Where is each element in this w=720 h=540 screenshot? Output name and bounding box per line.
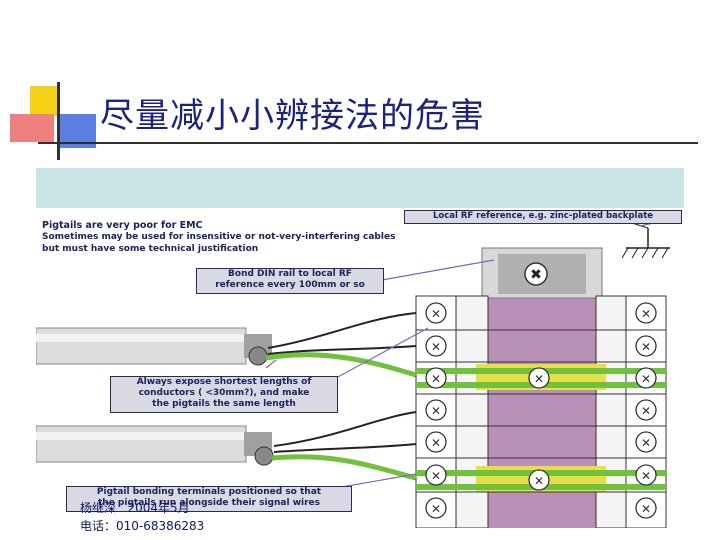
diagram-graphics: ✖ <box>36 217 677 528</box>
rail-bond-screw <box>524 262 548 286</box>
svg-text:✕: ✕ <box>641 307 651 321</box>
svg-text:✕: ✕ <box>431 436 441 450</box>
note-pigtails-poor: Pigtails are very poor for EMC <box>42 220 203 231</box>
svg-text:✕: ✕ <box>534 372 544 386</box>
label-expose-line-1: Always expose shortest lengths of <box>136 377 312 387</box>
deco-yellow-square <box>30 86 60 116</box>
svg-text:✕: ✕ <box>641 502 651 516</box>
note-pigtails-sometimes: Sometimes may be used for insensitive or… <box>42 232 396 242</box>
svg-text:✕: ✕ <box>431 404 441 418</box>
footer-phone: 电话：010-68386283 <box>80 519 205 533</box>
pigtail-diagram: ✖ <box>36 168 684 528</box>
deco-horizontal-line <box>38 142 698 144</box>
svg-text:✕: ✕ <box>431 340 441 354</box>
terminal-screws-right <box>635 302 657 519</box>
footer-author: 杨继深 <box>80 501 117 515</box>
rail-screws <box>528 367 550 491</box>
svg-text:✕: ✕ <box>431 502 441 516</box>
label-expose-conductors: Always expose shortest lengths of conduc… <box>110 376 338 413</box>
cable-2-jacket <box>36 425 247 463</box>
deco-red-bar <box>10 114 54 142</box>
label-terminals-line-2: the pigtails run alongside their signal … <box>97 498 320 508</box>
note-pigtails-justification: but must have some technical justificati… <box>42 244 259 254</box>
footer-author-line: 杨继深 2004年5月 <box>80 499 204 517</box>
cable-1-jacket <box>36 327 247 365</box>
label-bond-din-line-1: Bond DIN rail to local RF <box>228 269 352 279</box>
pigtail-2 <box>271 454 417 481</box>
label-terminal-position: Pigtail bonding terminals positioned so … <box>66 486 352 512</box>
svg-text:✕: ✕ <box>641 340 651 354</box>
footer-contact: 杨继深 2004年5月 电话：010-68386283 <box>80 499 204 535</box>
svg-text:✖: ✖ <box>530 267 542 283</box>
pigtail-1 <box>265 352 417 378</box>
din-rail <box>488 296 596 528</box>
svg-text:✕: ✕ <box>431 372 441 386</box>
svg-text:✕: ✕ <box>641 404 651 418</box>
label-terminals-line-1: Pigtail bonding terminals positioned so … <box>96 487 322 497</box>
footer-date: 2004年5月 <box>127 501 190 515</box>
svg-text:✕: ✕ <box>641 372 651 386</box>
label-expose-line-2: conductors ( <30mm?), and make <box>138 388 310 398</box>
svg-text:✕: ✕ <box>431 469 441 483</box>
label-bond-din-rail: Bond DIN rail to local RF reference ever… <box>196 268 384 294</box>
label-bond-din-line-2: reference every 100mm or so <box>215 280 365 290</box>
svg-text:✕: ✕ <box>431 307 441 321</box>
deco-vertical-line <box>57 82 60 160</box>
svg-text:✕: ✕ <box>534 474 544 488</box>
slide-title: 尽量减小小辨接法的危害 <box>100 96 485 136</box>
svg-text:✕: ✕ <box>641 469 651 483</box>
label-expose-line-3: the pigtails the same length <box>152 399 296 409</box>
svg-text:✕: ✕ <box>641 436 651 450</box>
terminal-screws-left <box>425 302 447 519</box>
label-rf-reference: Local RF reference, e.g. zinc-plated bac… <box>404 210 682 224</box>
